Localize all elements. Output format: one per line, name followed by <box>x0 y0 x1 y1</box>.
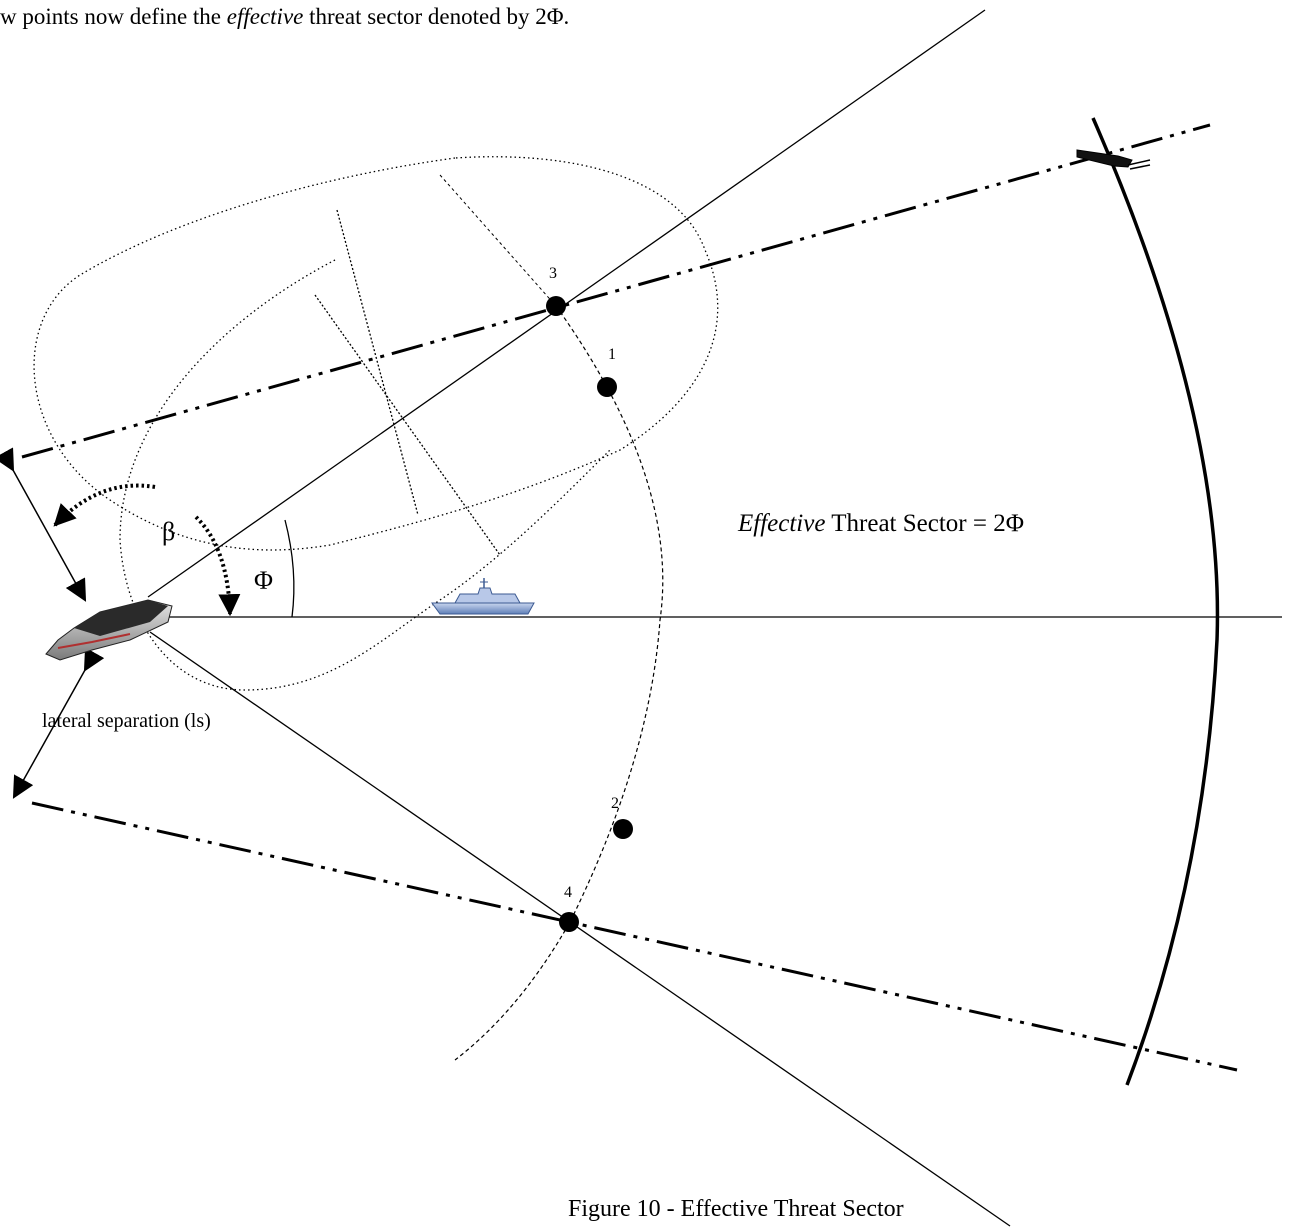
point-4-label: 4 <box>564 884 572 901</box>
point-4-marker <box>559 912 579 932</box>
sector-label-rest: Threat Sector = 2Φ <box>825 510 1024 537</box>
lower-lateral-track <box>31 801 1238 1072</box>
point-1-marker <box>597 377 617 397</box>
outer-range-arc <box>1091 117 1220 1086</box>
intro-sentence: w points now define the effective threat… <box>0 4 569 30</box>
beta-label: β <box>162 517 175 546</box>
envelope-cross-line-1 <box>336 209 419 516</box>
beta-arrow-left <box>53 483 156 527</box>
point-1-label: 1 <box>608 346 616 363</box>
carrier-ship-icon <box>45 599 173 661</box>
beta-arrow-right <box>194 515 241 617</box>
effective-threat-sector-label: Effective Threat Sector = 2Φ <box>737 510 1024 537</box>
intro-text-end: threat sector denoted by 2Φ. <box>303 4 570 29</box>
envelope-cross-line-2 <box>314 294 501 556</box>
lateral-separation-arrow-upper <box>0 447 87 602</box>
figure-caption: Figure 10 - Effective Threat Sector <box>568 1196 904 1222</box>
point-3-marker <box>546 296 566 316</box>
point-2-marker <box>613 819 633 839</box>
phi-label: Φ <box>254 566 273 595</box>
intro-text-emphasis: effective <box>226 4 304 29</box>
missile-threat-icon <box>1076 149 1151 170</box>
threat-envelope-lower-outline <box>119 259 611 691</box>
intro-text-start: w points now define the <box>0 4 227 29</box>
threat-envelope-outline <box>33 156 719 551</box>
lateral-separation-arrow-lower <box>12 647 105 799</box>
lateral-separation-label: lateral separation (ls) <box>42 710 211 732</box>
engagement-arc <box>454 305 664 1061</box>
upper-lateral-track <box>21 123 1211 459</box>
destroyer-ship-icon <box>431 578 535 615</box>
envelope-cross-line-3 <box>439 174 557 307</box>
phi-angle-arc <box>284 519 295 618</box>
point-2-label: 2 <box>611 795 619 812</box>
sector-label-emphasis: Effective <box>737 510 825 537</box>
lower-sector-boundary <box>149 631 1011 1227</box>
point-3-label: 3 <box>549 265 557 282</box>
